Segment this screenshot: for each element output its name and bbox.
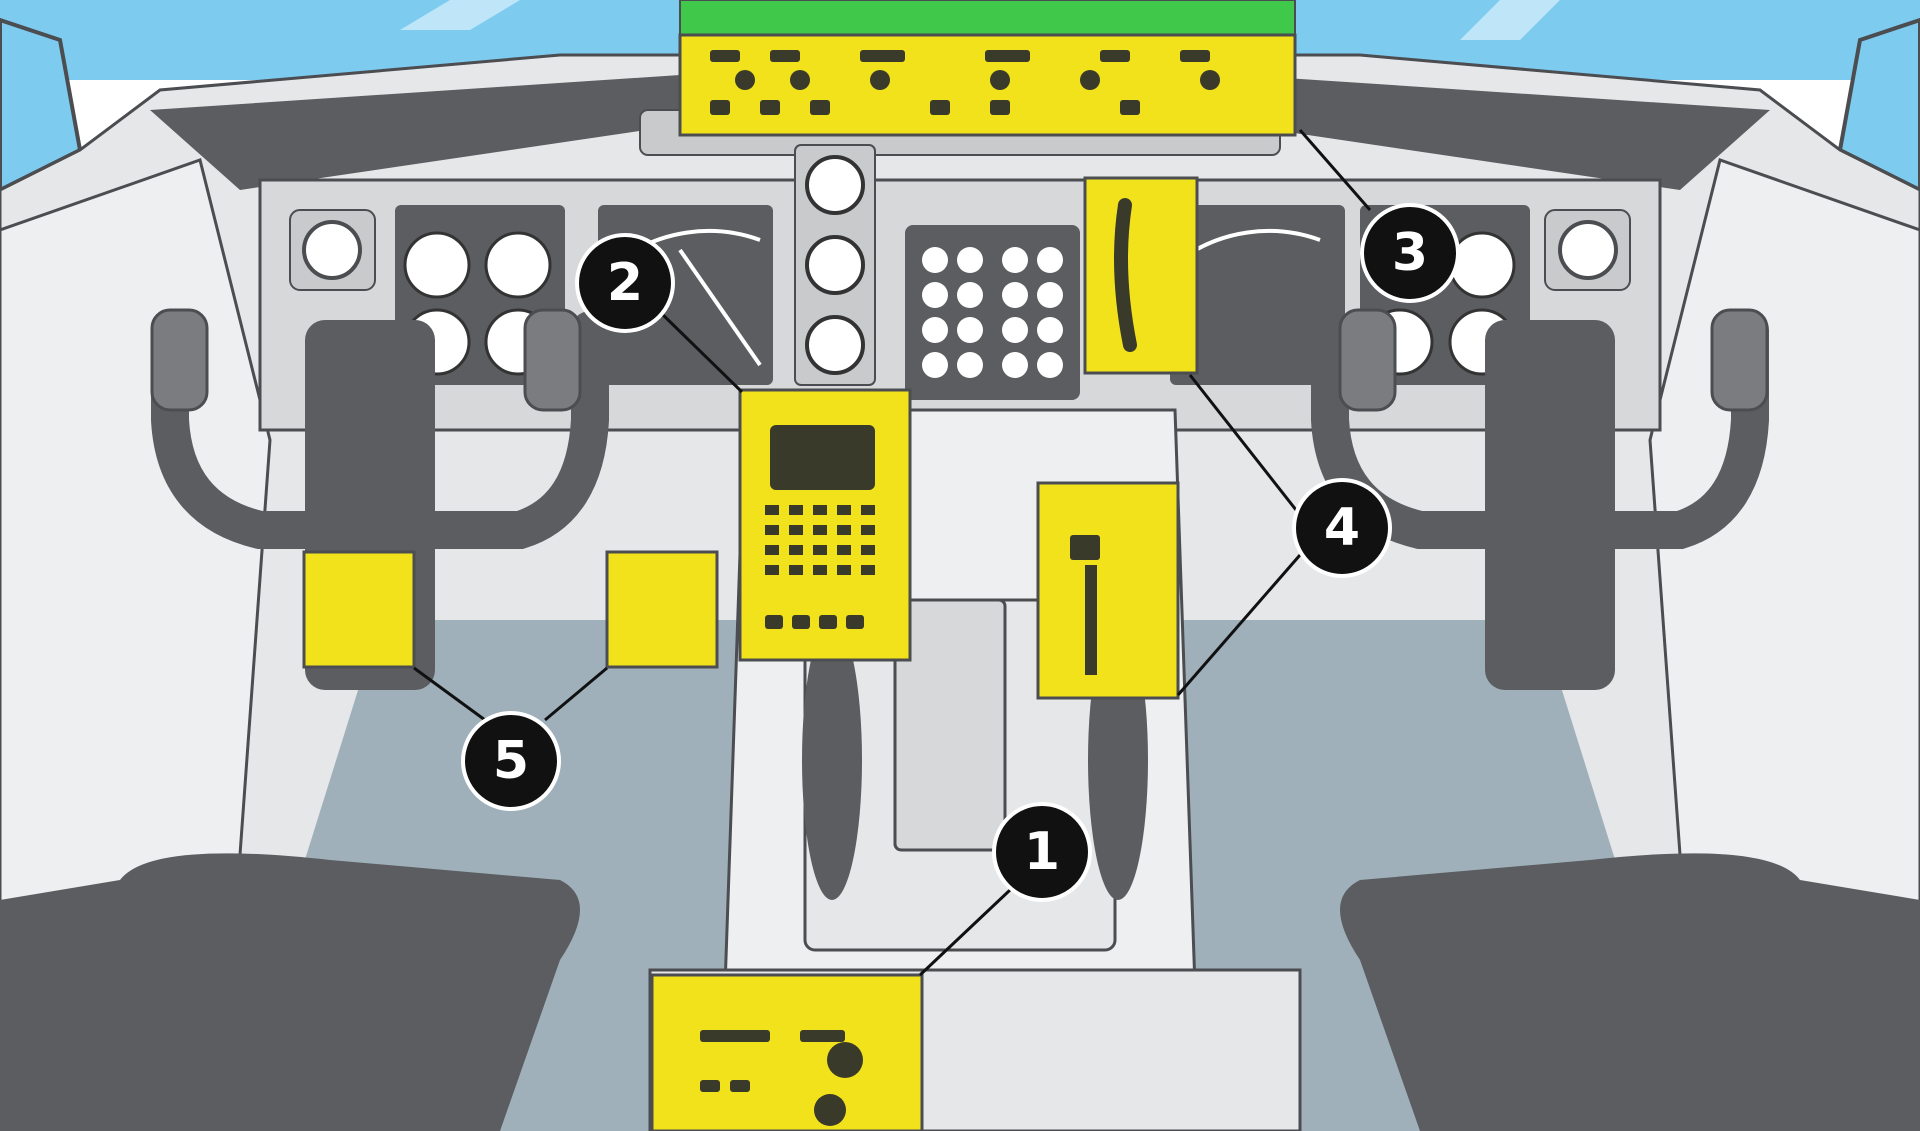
callout-2-circle: [575, 233, 675, 333]
callout-1-circle: [992, 802, 1092, 902]
callout-2-label: 2: [607, 253, 643, 313]
glareshield-right: [1240, 75, 1770, 190]
right-standby-gauge: [1558, 220, 1618, 280]
leader-line-5b: [544, 666, 608, 722]
callout-3: 3: [1360, 203, 1460, 303]
callout-5-label: 5: [493, 731, 529, 791]
standby-attitude: [805, 155, 865, 215]
first-officer-nd: [1170, 205, 1345, 385]
glareshield-left: [150, 75, 680, 190]
leader-line-4a: [1188, 374, 1302, 516]
leader-line-4b: [1176, 554, 1302, 696]
callout-1-label: 1: [1024, 822, 1060, 882]
callout-5: 5: [461, 711, 561, 811]
callout-3-circle: [1360, 203, 1460, 303]
leader-line-3: [1298, 129, 1372, 211]
right-rudder-pedal-highlight: [605, 550, 719, 669]
flap-gauge-highlight: [1083, 176, 1199, 375]
callout-4: 4: [1292, 478, 1392, 578]
left-trim-wheel: [802, 620, 862, 900]
speedbrake-highlight: [1036, 481, 1180, 700]
engine-gauges: [922, 247, 1063, 378]
leader-line-1: [918, 888, 1012, 977]
standby-airspeed: [805, 235, 865, 295]
callout-1: 1: [992, 802, 1092, 902]
windshield-glare-right: [1460, 0, 1560, 40]
speedbrake-controls: [1070, 535, 1100, 675]
cdu-keypad: [765, 505, 875, 629]
mcp-controls: [710, 50, 1220, 115]
left-rudder-pedal-highlight: [302, 550, 416, 669]
radio-panel-controls: [700, 1030, 863, 1126]
callout-2: 2: [575, 233, 675, 333]
left-standby-gauge: [302, 220, 362, 280]
captain-nd-needle: [678, 248, 762, 367]
fo-gauge-2: [1448, 231, 1516, 299]
first-officer-seat: [1340, 853, 1920, 1131]
throttle-levers: [893, 598, 1007, 852]
radio-panel-highlight: [650, 973, 924, 1131]
callout-4-circle: [1292, 478, 1392, 578]
first-officer-yoke: [1311, 308, 1769, 690]
leader-line-5a: [413, 666, 486, 722]
callout-5-circle: [461, 711, 561, 811]
captain-seat: [0, 853, 580, 1131]
engine-display: [905, 225, 1080, 400]
windshield-glare-left: [400, 0, 520, 30]
standby-altimeter: [805, 315, 865, 375]
leader-line-2: [658, 310, 744, 394]
captain-gauge-1: [403, 231, 471, 299]
callout-4-label: 4: [1324, 498, 1360, 558]
callout-3-label: 3: [1392, 223, 1428, 283]
captain-gauge-2: [484, 231, 552, 299]
flap-gauge-needle: [1114, 198, 1137, 352]
cdu-screen: [770, 425, 875, 490]
mcp-green-display: [679, 0, 1296, 36]
